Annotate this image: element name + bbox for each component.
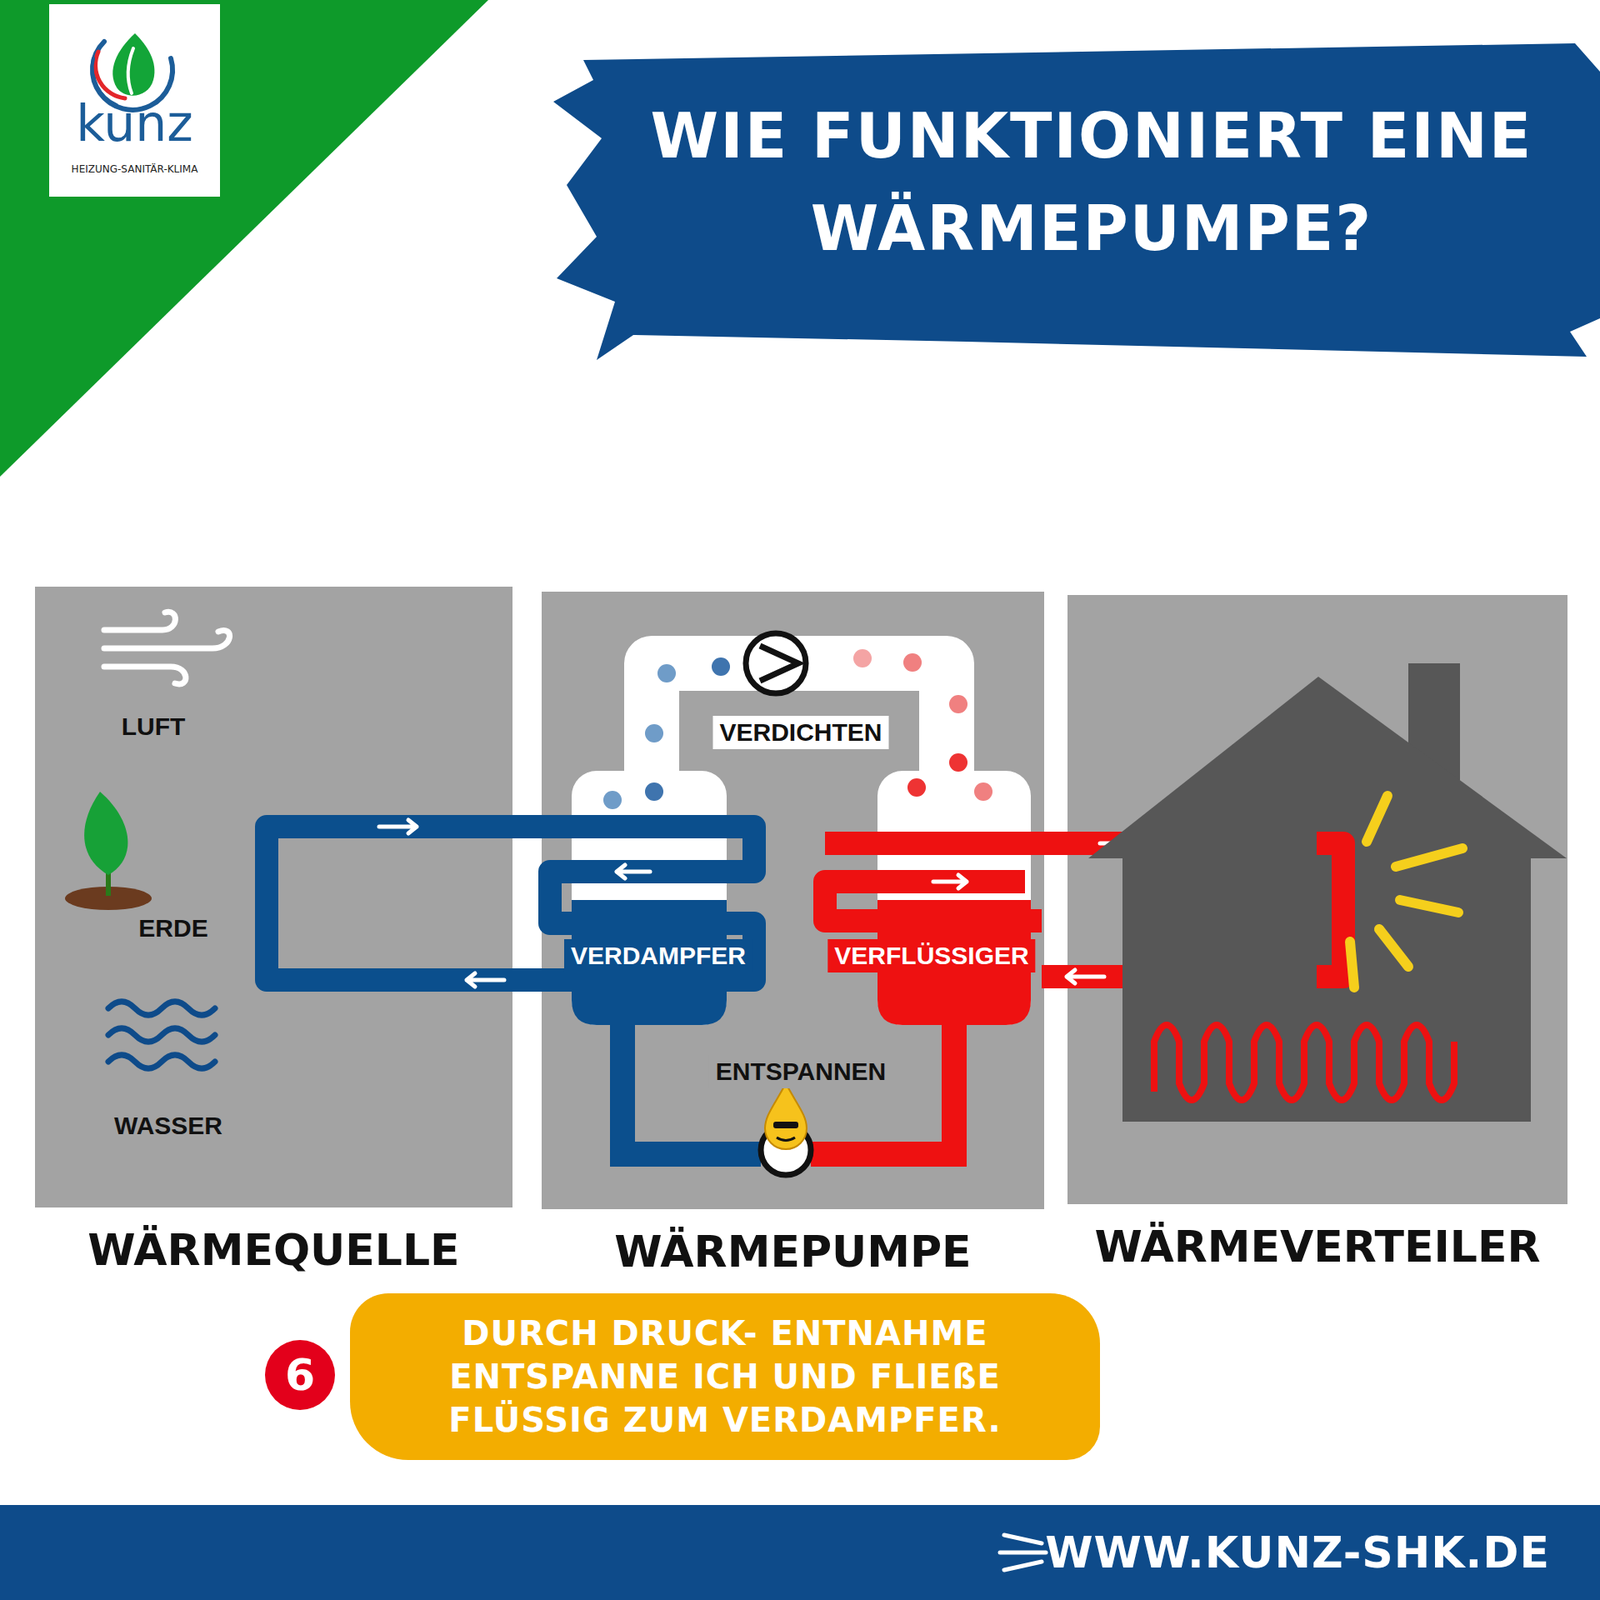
heat-rays — [1350, 795, 1463, 988]
water-icon — [108, 1001, 215, 1069]
heat-distribution-panel: WÄRMEVERTEILER — [1067, 595, 1568, 1205]
process-label: VERDICHTEN — [712, 715, 889, 750]
speech-bubble: DURCH DRUCK- ENTNAHME ENTSPANNE ICH UND … — [350, 1293, 1100, 1460]
logo-box-ground — [49, 4, 220, 197]
logo-name: kunz — [75, 98, 193, 149]
condenser-vessel — [877, 770, 1031, 1025]
footer-band: WWW.KUNZ-SHK.DE — [0, 1505, 1600, 1600]
panel-heading: WÄRMEVERTEILER — [1050, 1220, 1585, 1273]
radiator — [1154, 1025, 1455, 1100]
droplet-character — [773, 1121, 799, 1129]
air-icon — [104, 611, 230, 685]
source-loop-pipe — [266, 826, 755, 980]
droplet-character — [765, 1083, 807, 1150]
panel-heading: WÄRMEPUMPE — [525, 1225, 1061, 1278]
flow-arrow — [379, 820, 1138, 987]
droplet-character — [776, 1137, 795, 1141]
source-label: WASSER — [114, 1110, 223, 1141]
panel-ground — [541, 591, 1045, 1210]
component-label: VERFLÜSSIGER — [827, 939, 1035, 973]
bubble-text: DURCH DRUCK- ENTNAHME ENTSPANNE ICH UND … — [383, 1311, 1067, 1442]
condenser-coil — [825, 881, 1042, 921]
title-banner — [553, 43, 1600, 360]
component-label: VERDAMPFER — [564, 939, 753, 973]
earth-icon — [65, 791, 152, 910]
heat-source-panel: WÄRMEQUELLE — [35, 586, 513, 1208]
liquid-pipe — [810, 1025, 955, 1155]
footer-band — [0, 1505, 1600, 1600]
panel-heading: WÄRMEQUELLE — [18, 1224, 530, 1276]
source-label: LUFT — [121, 711, 186, 742]
callout-number: 6 — [285, 1353, 315, 1397]
website-url: WWW.KUNZ-SHK.DE — [1045, 1530, 1550, 1575]
logo-box: kunzHEIZUNG-SANITÄR-KLIMA — [49, 4, 220, 197]
callout-number: 6 — [265, 1340, 335, 1410]
callout-circle — [265, 1340, 335, 1410]
process-label: ENTSPANNEN — [709, 1055, 893, 1089]
heat-pump-panel: WÄRMEPUMPE — [541, 591, 1045, 1210]
green-corner — [0, 0, 489, 477]
liquid-pipe — [622, 1025, 761, 1155]
panel-ground — [1067, 595, 1568, 1205]
title: WIE FUNKTIONIERT EINE WÄRMEPUMPE? — [616, 90, 1567, 275]
footer-strokes — [1000, 1535, 1046, 1570]
compressor-symbol — [760, 645, 799, 681]
logo-tagline: HEIZUNG-SANITÄR-KLIMA — [71, 163, 199, 175]
compressor-symbol — [745, 633, 806, 694]
house — [1088, 663, 1567, 1122]
source-label: ERDE — [138, 913, 208, 944]
